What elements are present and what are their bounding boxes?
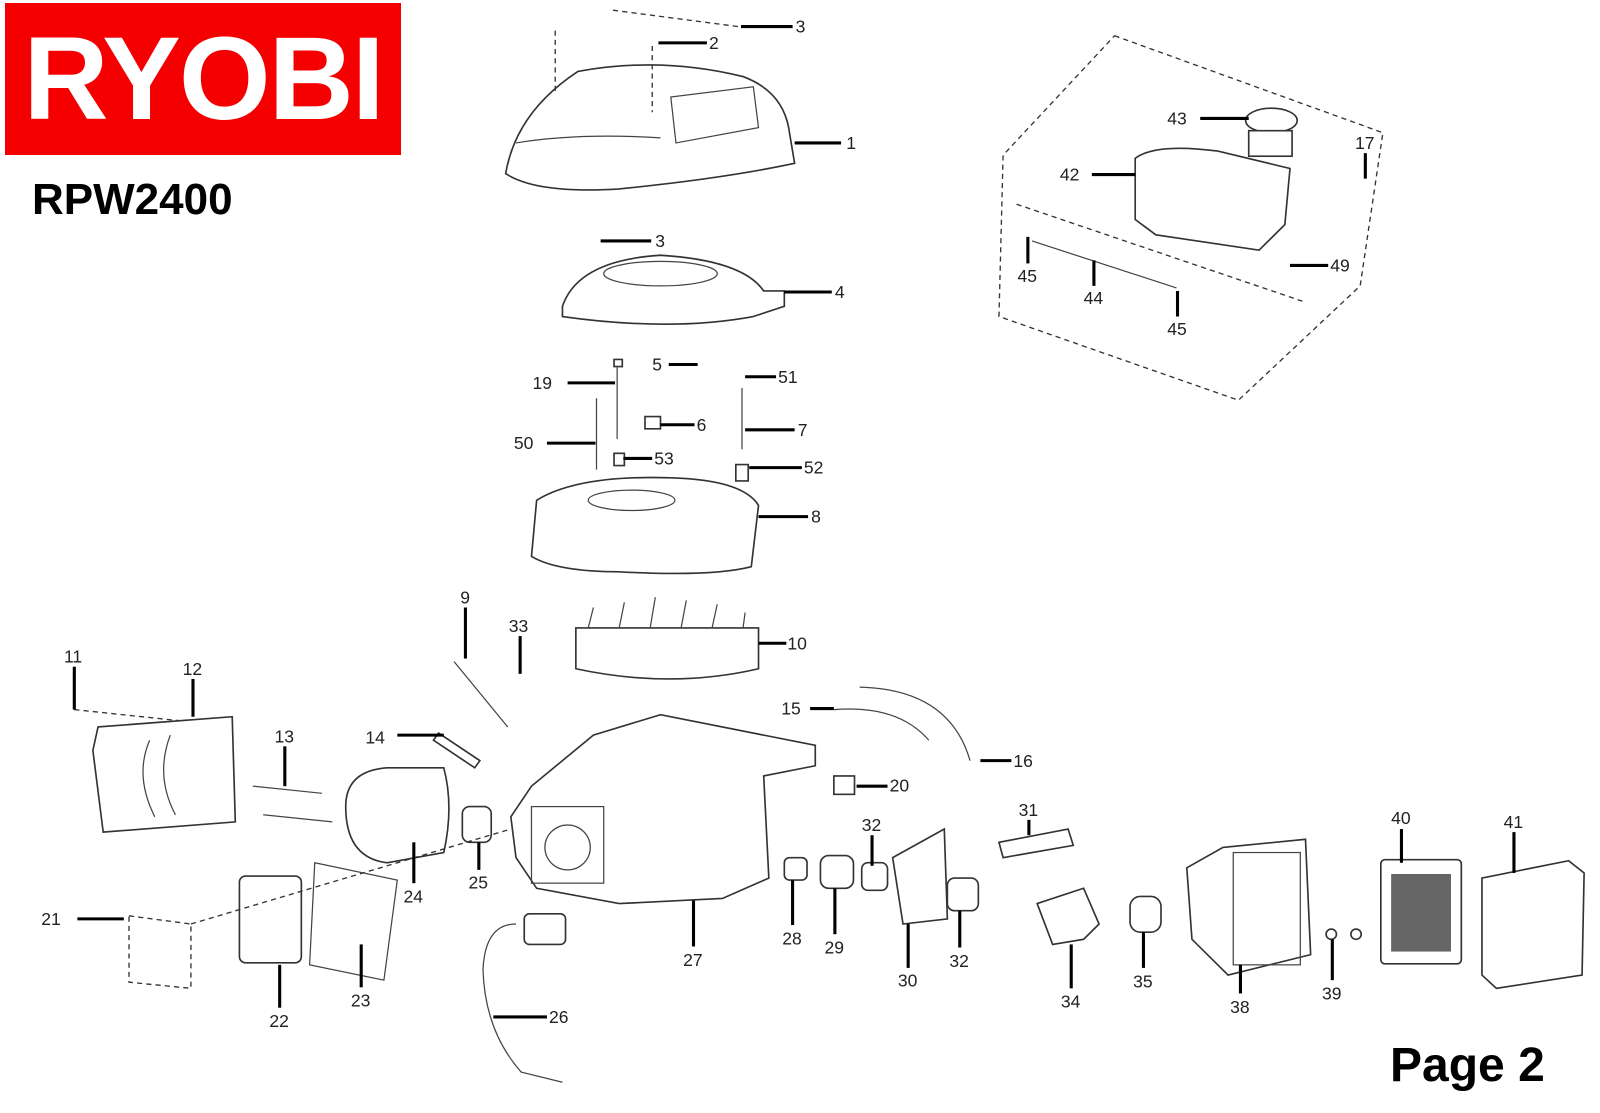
callout-34: 34 (1061, 992, 1081, 1012)
callout-40: 40 (1391, 808, 1411, 828)
fuel-tank (1134, 147, 1291, 252)
callout-32: 32 (949, 951, 969, 971)
page-number: Page 2 (1390, 1039, 1545, 1092)
blower-housing (530, 476, 760, 575)
callout-8: 8 (811, 507, 821, 527)
callout-3: 3 (655, 231, 665, 251)
callout-29: 29 (825, 938, 845, 958)
callout-52: 52 (804, 458, 824, 478)
top-cover (504, 64, 796, 191)
callout-15: 15 (781, 699, 801, 719)
leader-lines (72, 25, 1516, 1019)
callout-42: 42 (1060, 165, 1080, 185)
callout-5: 5 (652, 355, 662, 375)
callout-50: 50 (514, 433, 534, 453)
callout-11: 11 (64, 647, 82, 667)
callout-26: 26 (549, 1007, 569, 1027)
recoil-starter (561, 254, 786, 325)
callout-12: 12 (183, 659, 203, 679)
callout-35: 35 (1133, 971, 1153, 991)
callout-39: 39 (1322, 984, 1342, 1004)
part-shapes (74, 9, 1585, 1083)
callout-17: 17 (1355, 133, 1375, 153)
carburetor (1036, 887, 1101, 946)
callout-1: 1 (846, 133, 856, 153)
callout-51: 51 (778, 367, 798, 387)
callout-23: 23 (351, 991, 371, 1011)
model-number: RPW2400 (32, 175, 233, 224)
callout-31: 31 (1019, 800, 1039, 820)
callout-25: 25 (469, 872, 489, 892)
callout-38: 38 (1230, 997, 1250, 1017)
callout-16: 16 (1013, 751, 1033, 771)
callout-24: 24 (404, 887, 424, 907)
callout-4: 4 (835, 282, 845, 302)
ignition-coil-lead (482, 923, 563, 1083)
flywheel (575, 627, 760, 680)
callout-6: 6 (697, 415, 707, 435)
callout-33: 33 (509, 616, 529, 636)
callout-2: 2 (709, 33, 719, 53)
air-filter-base (1185, 838, 1312, 976)
callout-3: 3 (796, 17, 806, 37)
callout-27: 27 (683, 950, 703, 970)
air-filter-cover (1481, 859, 1585, 990)
callout-21: 21 (41, 909, 61, 929)
callout-20: 20 (890, 775, 910, 795)
muffler (344, 766, 450, 864)
callout-22: 22 (269, 1011, 289, 1031)
callout-32: 32 (862, 815, 882, 835)
callout-13: 13 (275, 726, 295, 746)
callout-49: 49 (1330, 256, 1350, 276)
callout-28: 28 (782, 929, 802, 949)
logo-text: RYOBI (23, 13, 384, 145)
callout-43: 43 (1167, 109, 1187, 129)
callout-45: 45 (1018, 266, 1038, 286)
callout-10: 10 (787, 633, 807, 653)
callout-44: 44 (1084, 288, 1104, 308)
callout-41: 41 (1504, 812, 1524, 832)
callout-9: 9 (460, 587, 470, 607)
callout-30: 30 (898, 970, 918, 990)
spark-plug (432, 731, 482, 769)
callout-7: 7 (798, 420, 808, 440)
heat-shield (238, 875, 303, 964)
engine-block (509, 713, 817, 905)
callout-19: 19 (533, 373, 553, 393)
callout-14: 14 (365, 727, 385, 747)
ryobi-logo: RYOBI (5, 3, 401, 155)
callout-45: 45 (1167, 319, 1187, 339)
callout-53: 53 (654, 449, 674, 469)
